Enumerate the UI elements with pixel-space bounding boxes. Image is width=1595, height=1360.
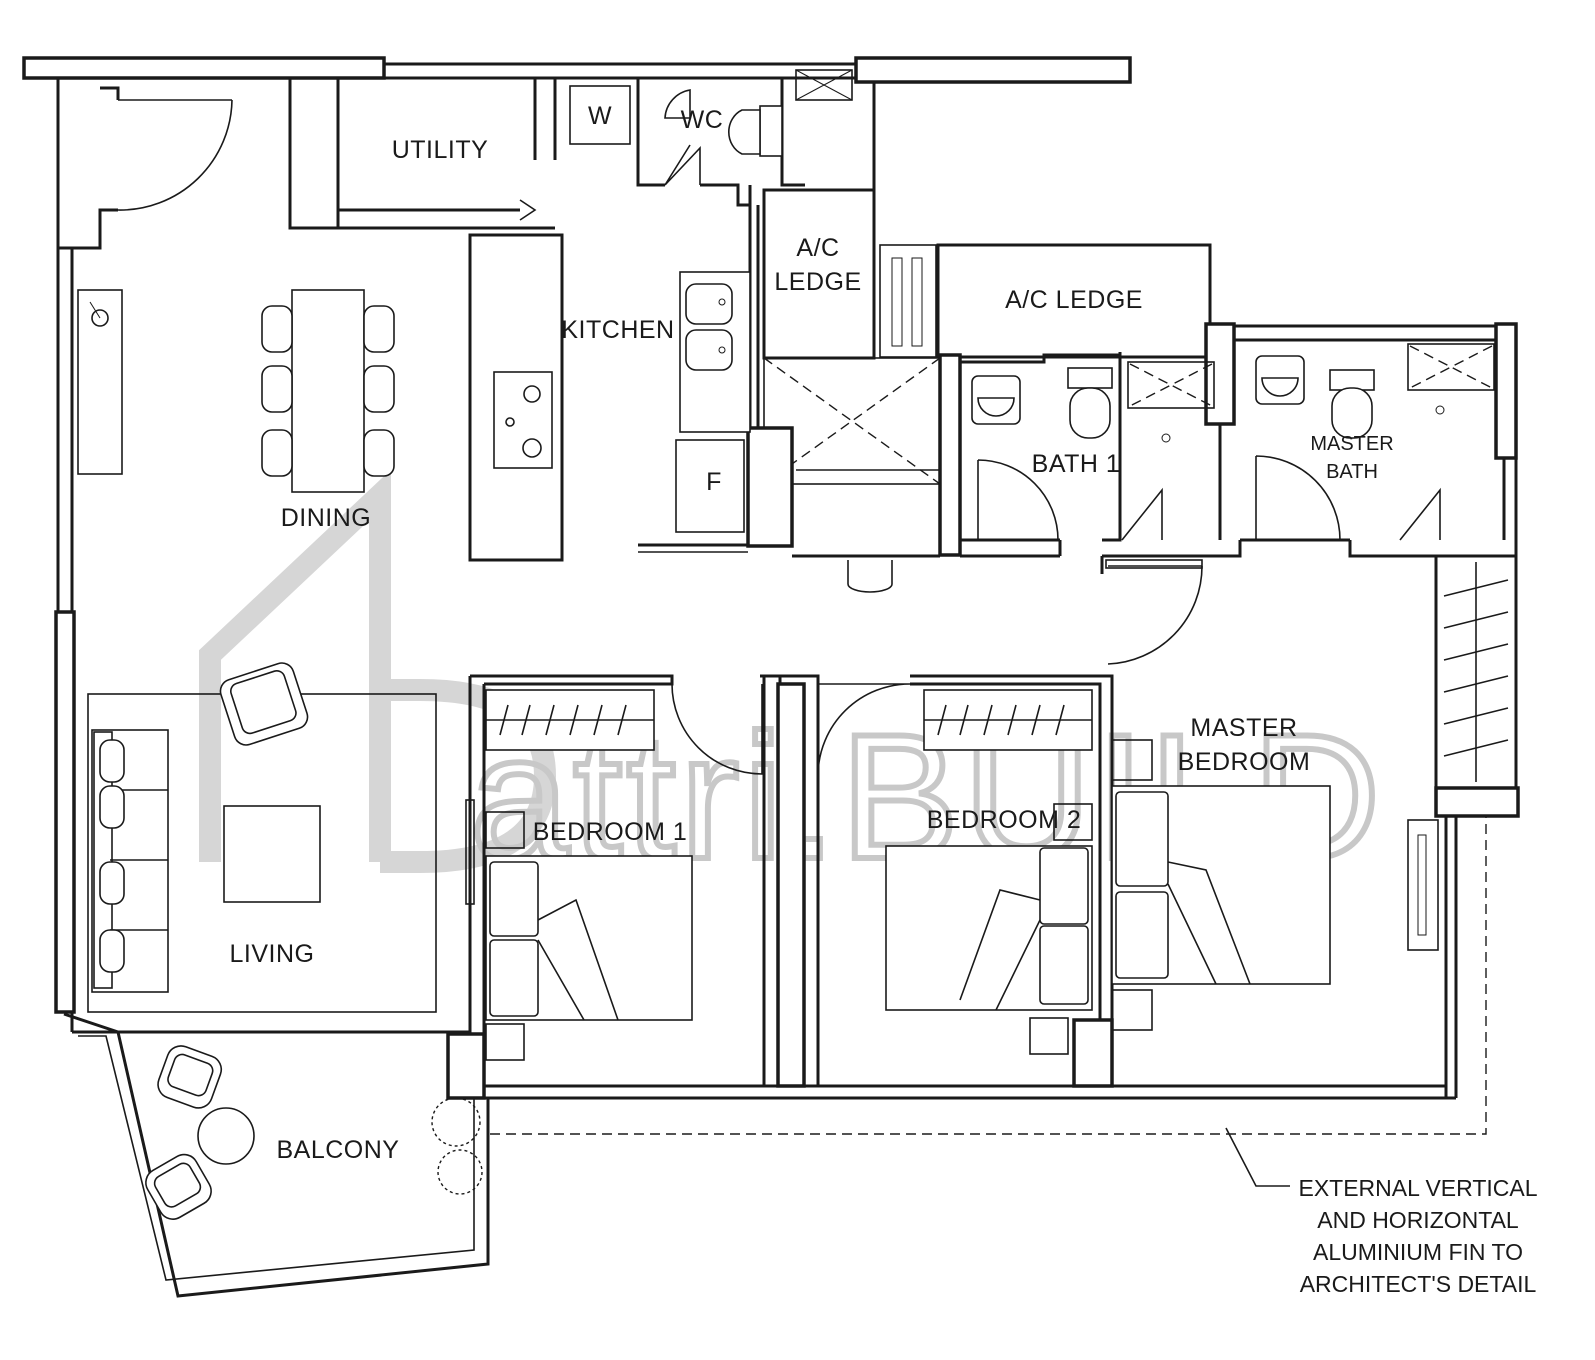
master-side-table-1 (1111, 739, 1153, 781)
column-bedroom2 (1072, 1018, 1114, 1088)
main-door (117, 99, 233, 211)
fixtures (63, 85, 1509, 1298)
walls (22, 56, 1520, 1135)
bedroom2-door (817, 683, 911, 775)
master-bath-shower-tray (1407, 343, 1495, 391)
living-window (54, 610, 76, 1014)
column-bedroom1 (446, 1032, 486, 1100)
master-side-table-2 (1111, 989, 1153, 1031)
note-line-3: ALUMINIUM FIN TO (1313, 1239, 1523, 1265)
sliding-door-living (465, 799, 475, 905)
label-master-bedroom-line1: MASTER (1190, 714, 1297, 742)
master-bath-cistern (1329, 369, 1375, 391)
fin-note: EXTERNAL VERTICAL AND HORIZONTAL ALUMINI… (1298, 1175, 1537, 1297)
bath1-shower-tray (1127, 361, 1215, 409)
label-kitchen: KITCHEN (561, 316, 674, 344)
label-balcony: BALCONY (277, 1136, 400, 1164)
bedroom2-pillow-2 (1039, 925, 1089, 1005)
master-bath-door (1255, 455, 1341, 541)
note-line-1: EXTERNAL VERTICAL (1298, 1175, 1537, 1201)
master-pillow-2 (1115, 891, 1169, 979)
note-line-4: ARCHITECT'S DETAIL (1300, 1271, 1537, 1297)
partition-bedroom1-2 (776, 682, 806, 1088)
bath1-cistern (1067, 367, 1113, 389)
column-mb-right (1494, 322, 1518, 460)
note-line-2: AND HORIZONTAL (1317, 1207, 1519, 1233)
doors (117, 89, 1441, 951)
label-ac-ledge-1-line2: LEDGE (774, 268, 861, 296)
label-bath-1: BATH 1 (1032, 450, 1121, 478)
column-bath-divider (1204, 322, 1236, 426)
bath1-door (977, 459, 1059, 541)
bedroom1-pillow-2 (489, 939, 539, 1017)
label-fridge: F (706, 468, 722, 496)
bedroom2-pillow-1 (1039, 847, 1089, 925)
washing-machine (569, 85, 631, 145)
master-bath-toilet (1331, 387, 1373, 439)
armchair (219, 662, 309, 746)
shoe-cabinet (77, 289, 123, 475)
label-utility: UTILITY (392, 136, 489, 164)
wc-cistern (759, 105, 783, 157)
balcony-chair-1 (157, 1045, 223, 1109)
master-bedroom-door (1107, 565, 1203, 665)
wc-door (664, 144, 701, 186)
bath1-toilet (1069, 387, 1111, 439)
wc-toilet (727, 109, 761, 155)
column-bath1 (938, 353, 962, 557)
label-master-bath-line2: BATH (1326, 461, 1378, 483)
bedroom1-side-table-2 (485, 1023, 525, 1061)
room-labels: UTILITY W WC A/C LEDGE A/C LEDGE KITCHEN… (230, 102, 1394, 1164)
fridge (675, 439, 745, 533)
column-master-bedroom (1434, 786, 1520, 818)
label-living: LIVING (230, 940, 315, 968)
kitchen-sink-counter (679, 271, 751, 433)
top-wall-left (22, 56, 386, 80)
note-leader-line (1225, 1127, 1290, 1187)
top-wall-right (854, 56, 1132, 84)
bedroom2-side-table-2 (1029, 1017, 1069, 1055)
master-bath-shower-door (1399, 487, 1441, 541)
bedroom2-side-table-1 (1053, 803, 1093, 841)
bedroom1-door (671, 683, 763, 775)
bedroom1-pillow-1 (489, 861, 539, 937)
balcony-plants (431, 1097, 483, 1195)
bath1-shower-door (1121, 487, 1163, 541)
kitchen-stool (847, 560, 893, 593)
label-dining: DINING (281, 504, 372, 532)
master-pillow-1 (1115, 791, 1169, 887)
label-master-bedroom-line2: BEDROOM (1178, 748, 1311, 776)
label-w: W (588, 102, 612, 130)
label-bedroom-1: BEDROOM 1 (533, 818, 688, 846)
coffee-table (223, 805, 321, 903)
balcony-outline (63, 1012, 490, 1298)
balcony-chair-2 (145, 1153, 212, 1220)
cooking-hob (493, 371, 553, 469)
bedroom1-side-table-1 (485, 811, 525, 849)
dining-table (291, 289, 365, 493)
label-ac-ledge-2: A/C LEDGE (1005, 286, 1143, 314)
label-master-bath-line1: MASTER (1310, 433, 1393, 455)
column-kitchen (746, 426, 794, 548)
label-ac-ledge-1-line1: A/C (796, 234, 839, 262)
wc-basin-door (664, 89, 691, 119)
label-wc: WC (681, 106, 724, 134)
watermark-logo-shape (199, 469, 557, 873)
balcony-table (197, 1107, 255, 1165)
sliding-window-master (1407, 819, 1439, 951)
label-bedroom-2: BEDROOM 2 (927, 806, 1082, 834)
dining-chairs (261, 305, 395, 477)
